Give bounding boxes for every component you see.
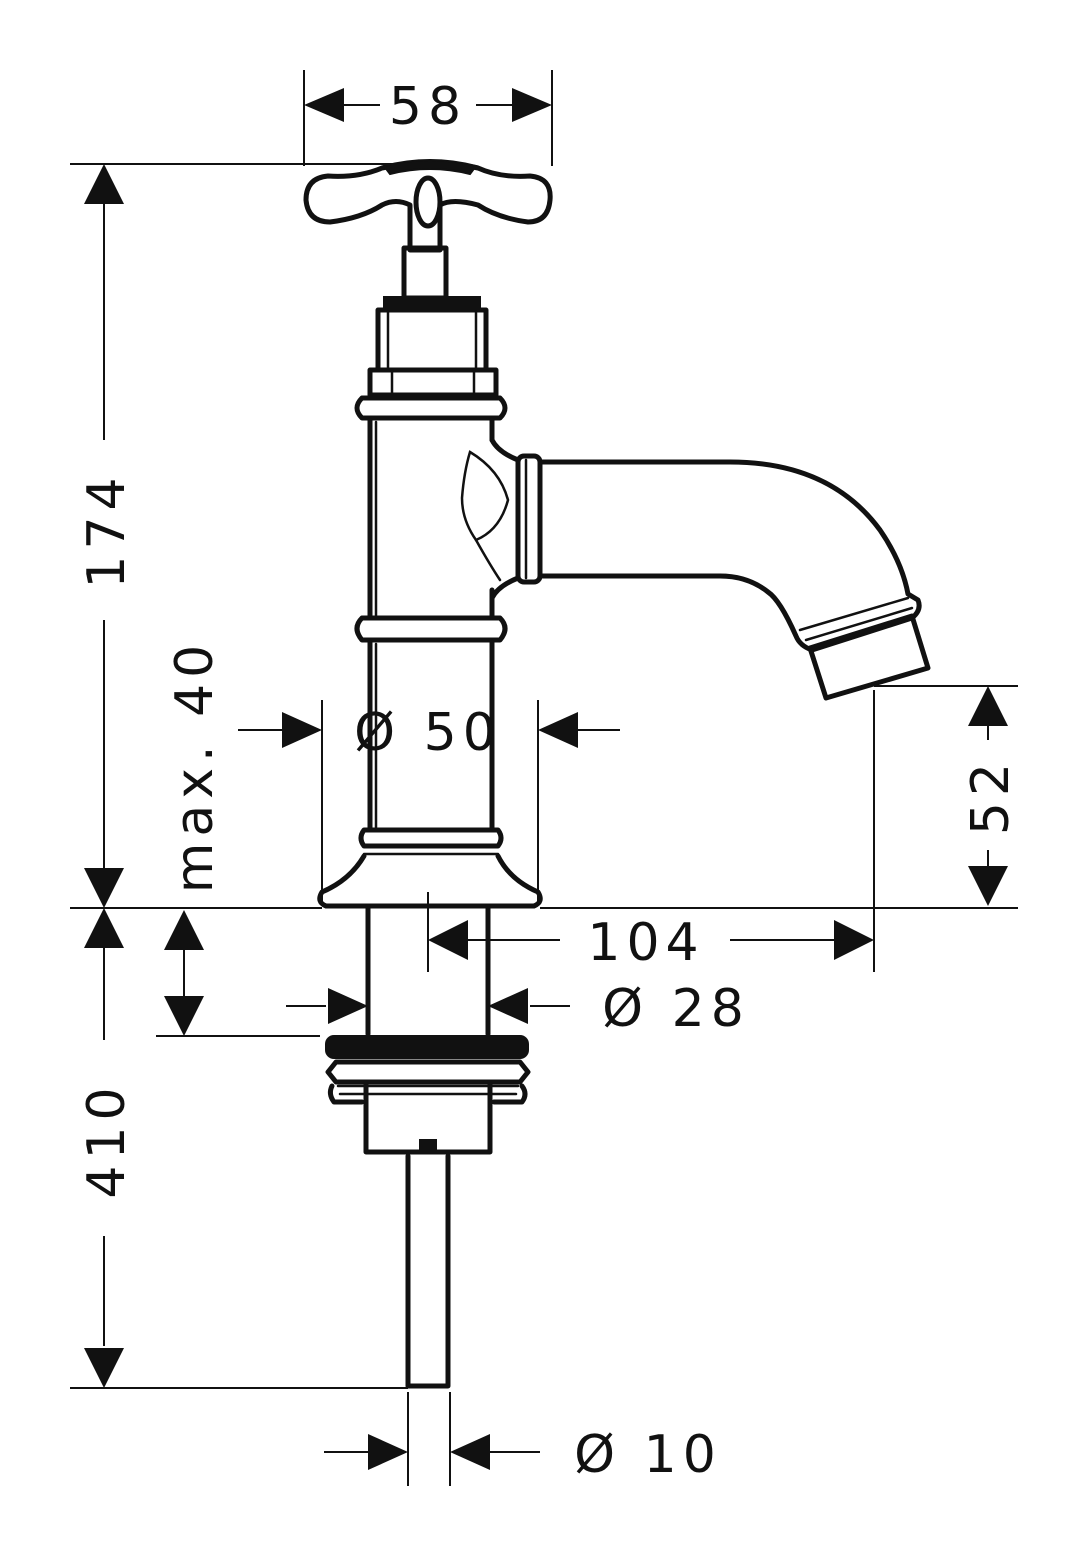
lower-ring [358, 827, 504, 849]
cross-handle [303, 160, 553, 253]
spout-collar [515, 453, 543, 585]
dim-handle-width: 58 [389, 77, 467, 137]
dim-tail-diameter: Ø 10 [574, 1425, 722, 1485]
faucet-outline [303, 159, 931, 1389]
mid-ring [354, 615, 508, 643]
flared-base [317, 853, 543, 909]
spout-arm [537, 459, 922, 653]
dim-base-diameter: Ø 50 [354, 703, 502, 763]
dim-shank-diameter: Ø 28 [602, 979, 750, 1039]
handle-boss [413, 175, 443, 229]
bonnet [375, 307, 489, 373]
rubber-washer [325, 1035, 529, 1059]
dim-spout-height: 52 [961, 757, 1021, 835]
lock-nut [325, 1059, 531, 1085]
upper-ring [354, 395, 508, 421]
dim-spout-reach: 104 [587, 913, 704, 973]
stem-collar [383, 296, 481, 308]
dim-total-height: 174 [77, 471, 137, 588]
dim-max-deck: max. 40 [165, 639, 225, 894]
valve-stem [401, 245, 449, 301]
connection-piece [363, 1081, 493, 1155]
dim-below-deck: 410 [77, 1081, 137, 1198]
dimension-lines [70, 70, 1018, 1486]
tail-pipe [405, 1153, 451, 1389]
handle-cap [382, 159, 478, 176]
hex-nut [367, 367, 499, 398]
aerator [807, 613, 931, 701]
